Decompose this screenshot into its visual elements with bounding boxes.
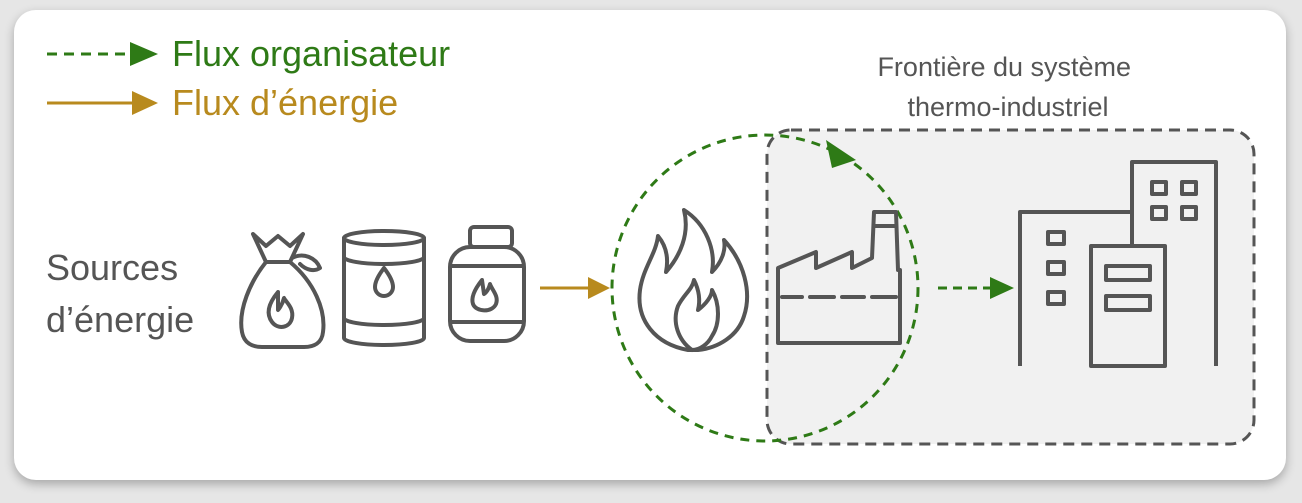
- legend: Flux organisateur Flux d’énergie: [47, 33, 450, 123]
- oil-barrel-icon: [342, 229, 426, 347]
- loop-arrowhead-icon: [826, 140, 856, 168]
- system-boundary-label-line2: thermo-industriel: [907, 92, 1108, 122]
- legend-organizing-flow-arrow-icon: [47, 42, 158, 66]
- factory-icon: [776, 210, 902, 345]
- buildings-icon: [1018, 160, 1218, 368]
- sources-label-line1: Sources: [46, 247, 178, 288]
- organizing-flow-arrow-icon: [938, 277, 1014, 299]
- flame-icon: [637, 208, 749, 352]
- energy-flow-arrow-icon: [540, 277, 610, 299]
- gas-cylinder-icon: [448, 225, 526, 343]
- legend-organizing-flow-label: Flux organisateur: [172, 33, 450, 74]
- legend-energy-flow-label: Flux d’énergie: [172, 82, 398, 123]
- system-boundary-label: Frontière du système thermo-industriel: [877, 52, 1138, 122]
- system-boundary-label-line1: Frontière du système: [877, 52, 1131, 82]
- coal-bag-icon: [239, 232, 326, 349]
- organizing-flow-loop: [610, 133, 920, 443]
- sources-label-line2: d’énergie: [46, 299, 194, 340]
- legend-energy-flow-arrow-icon: [47, 91, 158, 115]
- sources-label: Sources d’énergie: [46, 247, 194, 340]
